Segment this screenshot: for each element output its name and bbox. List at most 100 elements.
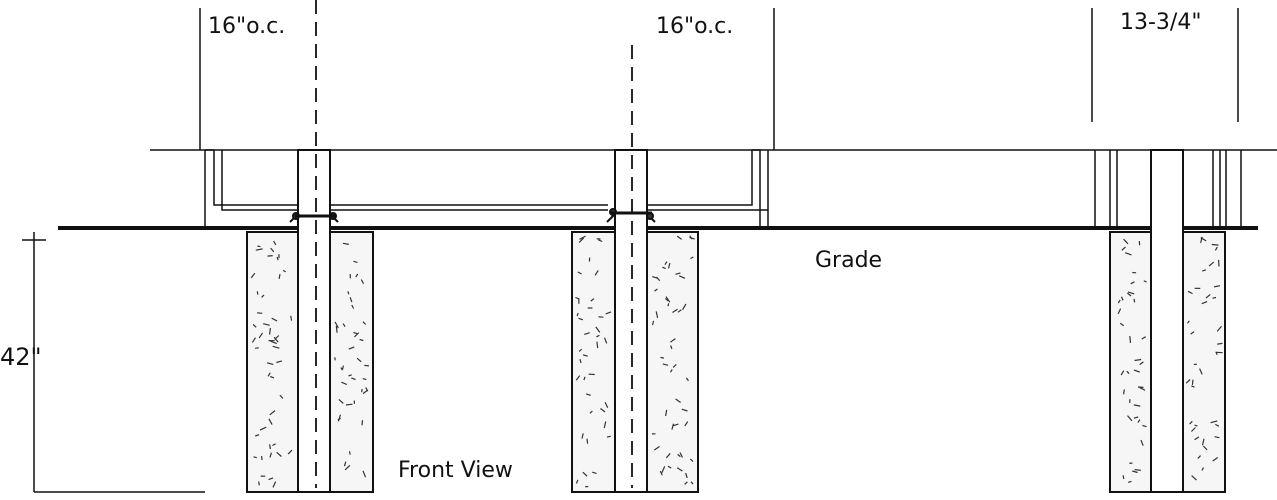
concrete-texture-mark bbox=[267, 372, 271, 377]
concrete-texture-mark bbox=[584, 332, 590, 335]
concrete-texture-mark bbox=[1191, 475, 1197, 481]
post bbox=[1150, 149, 1184, 493]
concrete-texture-mark bbox=[268, 418, 273, 425]
concrete-texture-mark bbox=[1200, 237, 1207, 242]
concrete-texture-mark bbox=[661, 466, 666, 473]
concrete-texture-mark bbox=[1201, 301, 1208, 305]
concrete-texture-mark bbox=[685, 377, 689, 382]
concrete-texture-mark bbox=[1212, 457, 1219, 462]
concrete-texture-mark bbox=[690, 256, 694, 260]
concrete-texture-mark bbox=[583, 376, 586, 381]
concrete-texture-mark bbox=[276, 256, 279, 261]
concrete-texture-mark bbox=[1134, 469, 1141, 471]
concrete-texture-mark bbox=[1127, 291, 1135, 295]
concrete-texture-mark bbox=[272, 481, 277, 488]
concrete-texture-mark bbox=[1130, 281, 1135, 285]
concrete-texture-mark bbox=[1216, 325, 1222, 332]
concrete-texture-mark bbox=[349, 297, 353, 303]
concrete-texture-mark bbox=[1187, 320, 1190, 324]
concrete-texture-mark bbox=[1123, 389, 1125, 395]
spacing-label-right: 13-3/4" bbox=[1120, 10, 1202, 35]
concrete-texture-mark bbox=[255, 434, 260, 437]
concrete-texture-mark bbox=[681, 408, 688, 412]
depth-label: 42" bbox=[0, 343, 42, 371]
concrete-texture-mark bbox=[334, 321, 339, 329]
concrete-texture-mark bbox=[1201, 467, 1205, 471]
concrete-texture-mark bbox=[362, 321, 367, 325]
concrete-texture-mark bbox=[603, 421, 607, 429]
concrete-texture-mark bbox=[1134, 358, 1142, 362]
concrete-texture-mark bbox=[253, 456, 257, 459]
concrete-texture-mark bbox=[276, 360, 283, 364]
concrete-texture-mark bbox=[603, 337, 608, 344]
concrete-texture-mark bbox=[267, 255, 273, 257]
concrete-texture-mark bbox=[1213, 285, 1221, 288]
concrete-texture-mark bbox=[660, 356, 665, 359]
concrete-texture-mark bbox=[274, 335, 280, 340]
concrete-texture-mark bbox=[605, 311, 612, 315]
concrete-texture-mark bbox=[677, 453, 681, 458]
spacing-label-left: 16"o.c. bbox=[208, 14, 286, 39]
concrete-texture-mark bbox=[590, 298, 595, 302]
concrete-texture-mark bbox=[665, 409, 668, 417]
concrete-texture-mark bbox=[353, 332, 358, 335]
concrete-texture-mark bbox=[659, 470, 663, 476]
concrete-texture-mark bbox=[1185, 379, 1191, 384]
concrete-texture-mark bbox=[1211, 243, 1219, 246]
concrete-texture-mark bbox=[1194, 424, 1198, 427]
concrete-texture-mark bbox=[250, 272, 256, 279]
concrete-texture-mark bbox=[282, 269, 286, 273]
concrete-texture-mark bbox=[351, 377, 356, 381]
concrete-texture-mark bbox=[1133, 416, 1139, 419]
post bbox=[614, 149, 648, 493]
concrete-texture-mark bbox=[351, 304, 355, 309]
concrete-texture-mark bbox=[348, 346, 355, 350]
grade-label: Grade bbox=[815, 248, 883, 273]
concrete-texture-mark bbox=[586, 438, 589, 444]
concrete-texture-mark bbox=[1127, 480, 1132, 483]
concrete-texture-mark bbox=[1205, 293, 1211, 299]
joist-outline bbox=[204, 149, 304, 228]
concrete-texture-mark bbox=[1189, 420, 1193, 425]
concrete-texture-mark bbox=[269, 410, 276, 416]
concrete-texture-mark bbox=[255, 248, 263, 251]
concrete-texture-mark bbox=[256, 312, 263, 314]
concrete-texture-mark bbox=[604, 402, 609, 408]
concrete-texture-mark bbox=[670, 345, 673, 350]
concrete-texture-mark bbox=[251, 337, 257, 343]
concrete-texture-mark bbox=[654, 288, 658, 292]
concrete-texture-mark bbox=[669, 369, 673, 373]
concrete-texture-mark bbox=[338, 398, 344, 404]
concrete-texture-mark bbox=[1197, 455, 1202, 459]
concrete-texture-mark bbox=[600, 408, 606, 413]
concrete-texture-mark bbox=[1133, 369, 1140, 373]
concrete-texture-mark bbox=[271, 317, 278, 322]
concrete-texture-mark bbox=[266, 362, 274, 365]
concrete-texture-mark bbox=[677, 309, 682, 313]
concrete-texture-mark bbox=[582, 471, 588, 477]
concrete-texture-mark bbox=[1210, 420, 1218, 424]
concrete-texture-mark bbox=[362, 378, 367, 381]
concrete-texture-mark bbox=[345, 403, 353, 406]
concrete-texture-mark bbox=[575, 375, 581, 381]
concrete-texture-mark bbox=[268, 477, 274, 481]
concrete-texture-mark bbox=[1191, 379, 1194, 385]
concrete-texture-mark bbox=[678, 275, 686, 279]
concrete-texture-mark bbox=[1199, 368, 1203, 375]
concrete-texture-mark bbox=[270, 247, 275, 253]
concrete-texture-mark bbox=[1190, 331, 1195, 335]
concrete-texture-mark bbox=[1126, 370, 1130, 375]
concrete-texture-mark bbox=[667, 262, 671, 269]
concrete-texture-mark bbox=[342, 323, 346, 328]
concrete-texture-mark bbox=[290, 315, 293, 321]
concrete-texture-mark bbox=[259, 426, 267, 431]
concrete-texture-mark bbox=[360, 279, 365, 284]
concrete-texture-mark bbox=[1201, 438, 1205, 446]
concrete-texture-mark bbox=[1187, 290, 1193, 295]
joist-outline bbox=[221, 150, 298, 211]
concrete-texture-mark bbox=[1208, 261, 1215, 267]
concrete-texture-mark bbox=[263, 323, 270, 326]
concrete-texture-mark bbox=[276, 451, 282, 457]
concrete-texture-mark bbox=[684, 421, 689, 427]
concrete-texture-mark bbox=[1121, 246, 1126, 251]
